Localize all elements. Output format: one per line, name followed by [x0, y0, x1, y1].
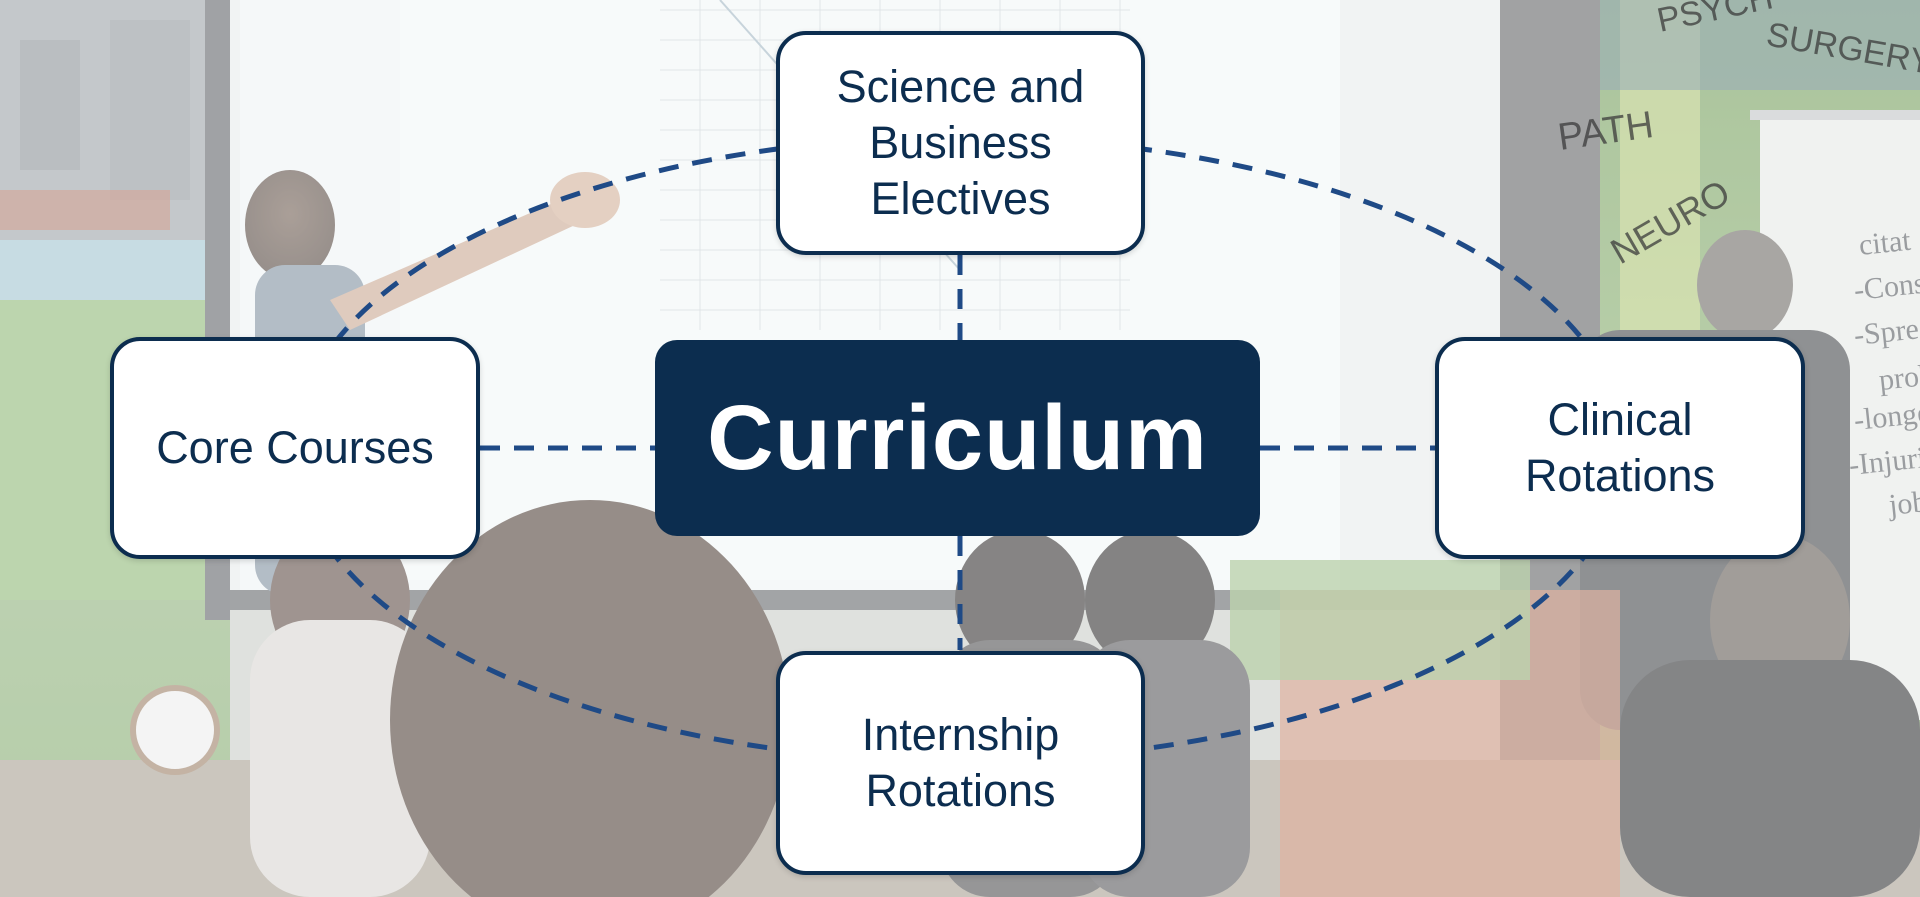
- whiteboard-line: -longer: [1852, 395, 1920, 437]
- node-label-line: Electives: [870, 173, 1051, 224]
- node-label: Clinical Rotations: [1525, 392, 1715, 504]
- node-label-line: Clinical: [1547, 394, 1693, 445]
- whiteboard-line: job: [1886, 485, 1920, 522]
- whiteboard-line: prob: [1877, 358, 1920, 397]
- node-curriculum-center: Curriculum: [655, 340, 1260, 536]
- node-label-line: Core Courses: [156, 422, 434, 473]
- node-science-business-electives: Science and Business Electives: [776, 31, 1145, 255]
- node-label-line: Rotations: [1524, 450, 1716, 501]
- node-label-line: Science and: [836, 61, 1085, 112]
- node-label-line: Business: [869, 117, 1052, 168]
- center-label: Curriculum: [707, 386, 1208, 489]
- node-internship-rotations: Internship Rotations: [776, 651, 1145, 875]
- whiteboard-line: citat: [1857, 224, 1912, 262]
- node-label-line: Rotations: [865, 765, 1056, 816]
- node-core-courses: Core Courses: [110, 337, 480, 559]
- node-label: Internship Rotations: [862, 707, 1060, 819]
- node-clinical-rotations: Clinical Rotations: [1435, 337, 1805, 559]
- node-label: Science and Business Electives: [837, 59, 1085, 227]
- node-label-line: Internship: [861, 709, 1060, 760]
- node-label: Core Courses: [156, 420, 434, 476]
